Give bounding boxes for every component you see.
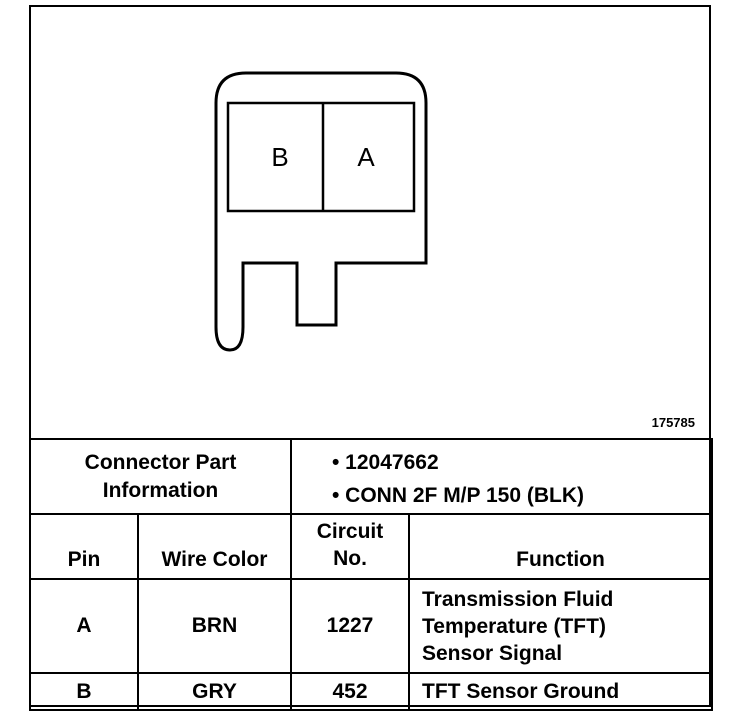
table-row: A BRN 1227 Transmission Fluid Temperatur… bbox=[29, 578, 713, 674]
cavity-label-b: B bbox=[271, 142, 288, 172]
header-circuit-line2: No. bbox=[333, 547, 367, 570]
header-wire-color: Wire Color bbox=[137, 513, 292, 580]
row-a-pin: A bbox=[29, 578, 139, 674]
row-a-function-line1: Transmission Fluid bbox=[422, 587, 614, 611]
connector-outline: B A bbox=[214, 71, 428, 352]
part-info-row: Connector Part Information • 12047662 • … bbox=[29, 438, 713, 515]
figure-number: 175785 bbox=[651, 415, 695, 430]
connector-cavity-frame bbox=[226, 101, 416, 213]
row-a-function: Transmission Fluid Temperature (TFT) Sen… bbox=[408, 578, 713, 674]
part-info-label: Connector Part Information bbox=[29, 438, 292, 515]
row-a-wire-color: BRN bbox=[137, 578, 292, 674]
connector-housing bbox=[214, 71, 428, 352]
connector-description: • CONN 2F M/P 150 (BLK) bbox=[332, 484, 584, 507]
row-b-function-line1: TFT Sensor Ground bbox=[422, 680, 620, 703]
part-info-label-line1: Connector Part bbox=[84, 450, 237, 474]
part-info-label-line2: Information bbox=[102, 478, 219, 502]
row-a-circuit: 1227 bbox=[290, 578, 410, 674]
connector-info-table: Connector Part Information • 12047662 • … bbox=[29, 438, 713, 711]
table-row: B GRY 452 TFT Sensor Ground bbox=[29, 672, 713, 711]
row-b-circuit: 452 bbox=[290, 672, 410, 711]
row-a-function-line3: Sensor Signal bbox=[422, 641, 563, 665]
header-circuit-line1: Circuit bbox=[316, 520, 384, 543]
header-function: Function bbox=[408, 513, 713, 580]
connector-diagram-frame: B A 175785 Connector Part Information • … bbox=[29, 5, 713, 711]
row-b-wire-color: GRY bbox=[137, 672, 292, 711]
table-header-row: Pin Wire Color Circuit No. Function bbox=[29, 513, 713, 580]
cavity-label-a: A bbox=[357, 142, 375, 172]
part-number: • 12047662 bbox=[332, 451, 439, 474]
row-a-function-line2: Temperature (TFT) bbox=[422, 614, 606, 638]
header-circuit: Circuit No. bbox=[290, 513, 410, 580]
part-info-values: • 12047662 • CONN 2F M/P 150 (BLK) bbox=[290, 438, 713, 515]
row-b-pin: B bbox=[29, 672, 139, 711]
row-b-function: TFT Sensor Ground bbox=[408, 672, 713, 711]
connector-drawing: B A 175785 bbox=[31, 7, 709, 438]
header-pin: Pin bbox=[29, 513, 139, 580]
